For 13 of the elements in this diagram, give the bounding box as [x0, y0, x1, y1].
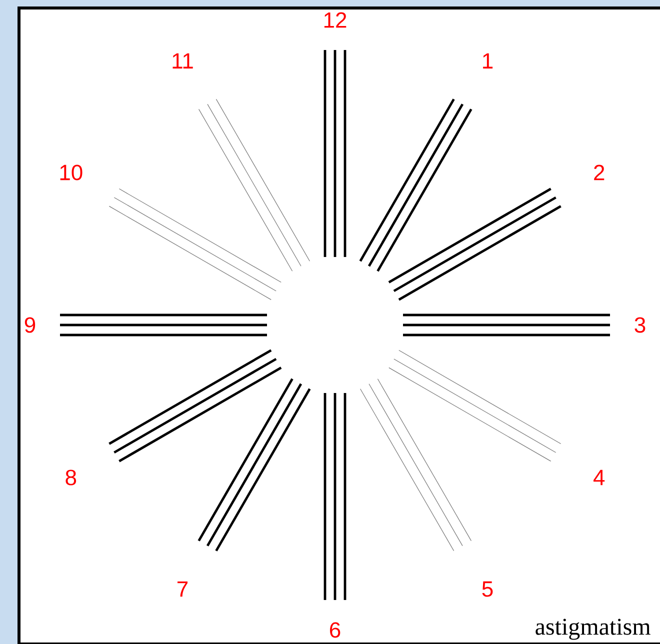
- hour-number: 3: [634, 317, 646, 333]
- hour-number: 7: [178, 582, 188, 597]
- hour-number: 2: [594, 164, 604, 180]
- hour-number: 10: [60, 164, 82, 180]
- hour-number: 6: [330, 622, 340, 638]
- hour-number: 4: [594, 470, 605, 486]
- hour-number: 1: [483, 53, 493, 68]
- hour-number: 5: [482, 581, 493, 597]
- hour-number: 12: [324, 12, 346, 28]
- caption: astigmatism: [536, 618, 650, 640]
- hour-number: 9: [24, 317, 36, 333]
- hour-number: 8: [66, 470, 76, 486]
- hour-number: 11: [172, 53, 193, 68]
